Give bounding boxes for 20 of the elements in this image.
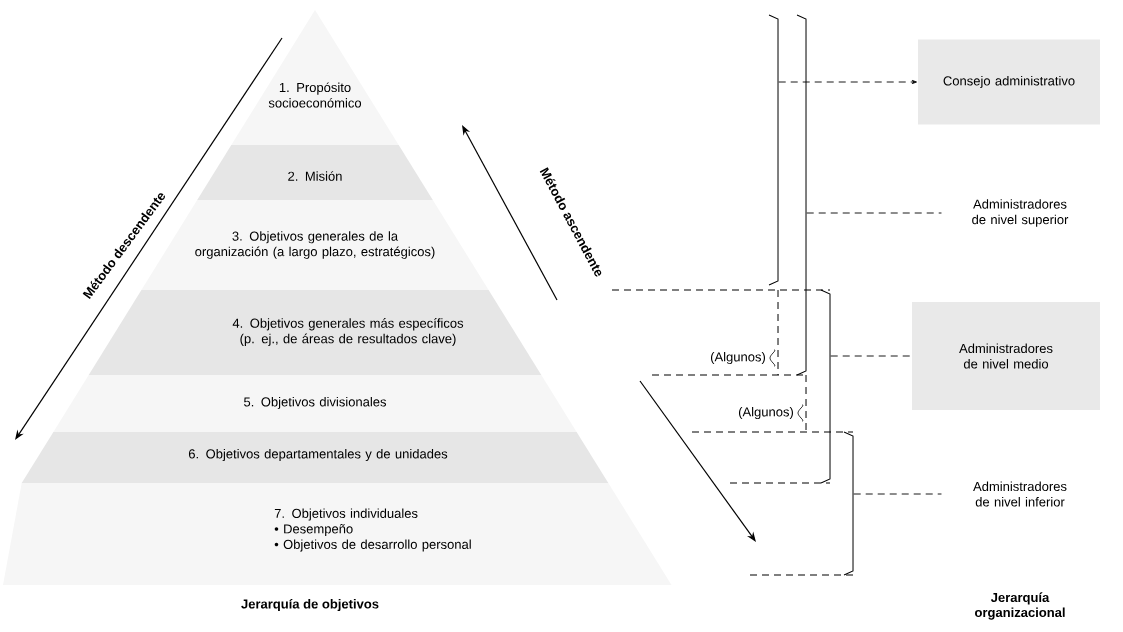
connector xyxy=(853,493,942,495)
pyramid-level: 5. Objetivos divisionales xyxy=(53,375,577,432)
bracket xyxy=(843,431,854,576)
pyramid-level: 6. Objetivos departamentales y de unidades xyxy=(21,432,609,483)
caption: Jerarquía de objetivos xyxy=(241,598,379,612)
level-box: Consejo administrativo xyxy=(918,39,1100,125)
connector xyxy=(806,212,942,214)
pyramid-level: 1. Propósito socioeconómico xyxy=(231,10,399,145)
connector xyxy=(778,79,917,85)
note: (Algunos) xyxy=(738,406,793,420)
level-label: Administradores de nivel superior xyxy=(972,199,1069,227)
level-label: Administradores de nivel inferior xyxy=(973,481,1067,507)
bracket xyxy=(768,14,779,286)
caption: Jerarquía organizacional xyxy=(975,592,1065,620)
pyramid-level: 7. Objetivos individuales • Desempeño • Objetivos de desarrollo personal xyxy=(3,483,672,585)
bracket xyxy=(796,14,807,376)
level-box: Administradores de nivel medio xyxy=(912,302,1100,410)
bracket xyxy=(820,289,831,484)
note: (Algunos) xyxy=(710,351,765,365)
pyramid-level: 2. Misión xyxy=(197,145,433,200)
